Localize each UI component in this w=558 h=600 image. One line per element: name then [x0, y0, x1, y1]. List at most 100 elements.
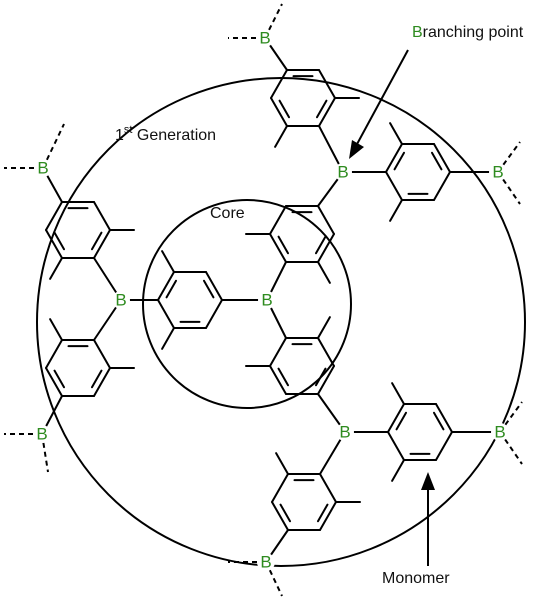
boron-atom: B — [256, 28, 274, 47]
boron-atom: B — [334, 162, 352, 181]
ring-bond — [269, 337, 287, 367]
boron-symbol: B — [259, 28, 270, 47]
ring-bond — [433, 143, 451, 173]
ring-bond — [319, 501, 337, 531]
boron-symbol: B — [339, 422, 350, 441]
ring-bond — [93, 367, 111, 397]
methyl-bond — [274, 125, 288, 148]
dashed-bond — [499, 431, 523, 465]
core-circle — [142, 199, 352, 409]
double-bond — [202, 279, 215, 299]
double-bond — [90, 369, 103, 389]
ring-bond — [45, 201, 63, 231]
ring-bond — [319, 473, 337, 503]
ring-bond — [317, 337, 335, 367]
dashed-bond — [497, 141, 521, 173]
double-bond — [393, 151, 406, 171]
methyl-bond — [317, 261, 331, 284]
methyl-bond — [317, 316, 331, 339]
double-bond — [395, 411, 408, 431]
ring-bond — [385, 143, 403, 173]
gen-ring-bottom — [271, 452, 361, 531]
boron-symbol: B — [115, 290, 126, 309]
first-generation-circle — [36, 77, 526, 567]
dashed-bond — [42, 123, 65, 169]
ring-bond — [157, 271, 175, 301]
branching-point-arrow — [349, 49, 409, 159]
dashed-bond — [264, 3, 283, 39]
double-bond — [53, 231, 66, 251]
monomer-arrow — [421, 472, 435, 566]
double-bond — [315, 99, 328, 119]
dashed-bond — [41, 433, 49, 473]
methyl-bond — [161, 327, 175, 350]
double-bond — [277, 235, 290, 255]
boron-atom: B — [336, 422, 354, 441]
dashed-bond — [499, 401, 523, 433]
ring-bond — [271, 501, 289, 531]
dashed-bonds — [4, 3, 523, 597]
ring-bond — [93, 201, 111, 231]
boron-atom: B — [257, 552, 275, 571]
ring-bond — [317, 233, 335, 263]
double-bond — [165, 279, 178, 299]
ring-bond — [317, 205, 335, 235]
ring-bond — [387, 431, 405, 461]
ring-bond — [435, 431, 453, 461]
gen-ring-left-lower — [45, 318, 135, 397]
ring-bond — [205, 271, 223, 301]
double-bond — [278, 99, 291, 119]
ring-bond — [270, 97, 288, 127]
ring-bond — [45, 229, 63, 259]
branching-point-label: Branching point — [412, 24, 524, 41]
bond-skeleton — [41, 37, 501, 563]
double-bond — [279, 503, 292, 523]
boron-symbol: B — [492, 162, 503, 181]
boron-symbol: B — [37, 158, 48, 177]
double-bond — [316, 503, 329, 523]
generation-label: 1st Generation — [115, 124, 216, 144]
ring-bond — [317, 365, 335, 395]
ring-bond — [45, 339, 63, 369]
methyl-bond — [49, 318, 63, 341]
ring-bond — [269, 205, 287, 235]
double-bond — [90, 231, 103, 251]
ring-bond — [270, 69, 288, 99]
methyl-bond — [391, 459, 405, 482]
double-bond — [430, 151, 443, 171]
ring-bond — [385, 171, 403, 201]
core-label: Core — [210, 205, 245, 222]
double-bond — [277, 367, 290, 387]
gen-ring-left-upper — [45, 201, 135, 280]
ring-bond — [93, 229, 111, 259]
dashed-bond — [497, 171, 521, 205]
boron-atom: B — [34, 158, 52, 177]
boron-symbol: B — [260, 552, 271, 571]
ring-bond — [93, 339, 111, 369]
boron-symbol: B — [494, 422, 505, 441]
double-bond — [432, 411, 445, 431]
boron-symbol: B — [36, 424, 47, 443]
double-bond — [53, 369, 66, 389]
methyl-bond — [49, 257, 63, 280]
ring-bond — [435, 403, 453, 433]
methyl-bond — [161, 250, 175, 273]
ring-bond — [205, 299, 223, 329]
boron-atom: B — [33, 424, 51, 443]
double-bond — [314, 367, 327, 387]
boron-atom: B — [112, 290, 130, 309]
ring-bond — [318, 97, 336, 127]
methyl-bond — [389, 199, 403, 222]
dashed-bond — [265, 561, 283, 597]
boron-atom: B — [491, 422, 509, 441]
double-bond — [314, 235, 327, 255]
methyl-bond — [391, 382, 405, 405]
boron-atom: B — [489, 162, 507, 181]
ring-bond — [45, 367, 63, 397]
boron-atom: B — [258, 290, 276, 309]
ring-bond — [318, 69, 336, 99]
methyl-bond — [275, 452, 289, 475]
ring-bond — [269, 233, 287, 263]
ring-bond — [157, 299, 175, 329]
